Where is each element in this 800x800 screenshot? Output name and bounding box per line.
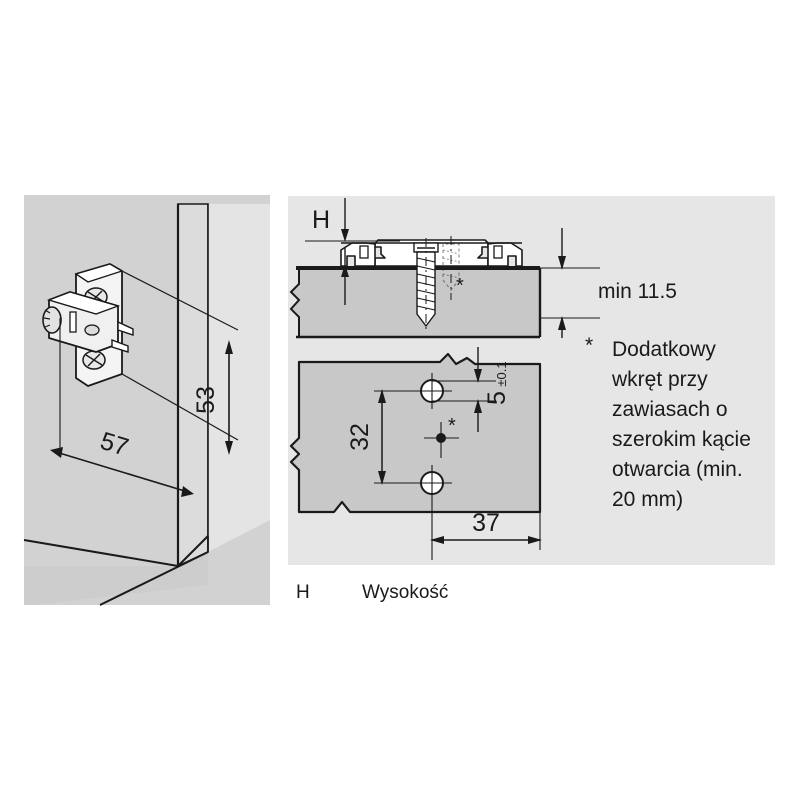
dim-5-arrow-down <box>474 369 482 383</box>
dimension-min-11-5: min 11.5 <box>540 228 677 338</box>
legend-row: H Wysokość <box>296 582 448 603</box>
clip-hook-upper <box>117 320 134 336</box>
note-line-6: 20 mm) <box>612 488 683 511</box>
section-plate-left-wing <box>340 242 376 267</box>
dim-H-arrow-up <box>341 264 349 277</box>
note-line-2: wkręt przy <box>611 368 708 391</box>
dim-115-arrow-down <box>558 256 566 270</box>
section-plate-right-wing <box>487 242 523 267</box>
extra-screw-star-plan: * <box>448 415 456 437</box>
shelf-front-top-edge <box>23 539 179 567</box>
dimension-5: 5 ±0.1 <box>432 347 511 432</box>
dim-37-label: 37 <box>472 509 500 537</box>
cabinet-side-panel <box>177 203 209 568</box>
dim-32-arrow-top <box>378 389 386 403</box>
cross-section-view: * H min 11.5 <box>289 198 677 339</box>
cabinet-bottom-shelf <box>24 552 208 605</box>
section-plate-hole-left <box>359 245 369 259</box>
clip-arm-upper-face <box>46 291 121 315</box>
shelf-lower-diagonal <box>99 551 209 606</box>
screw-lower-slot-b <box>87 353 101 367</box>
note-line-1: Dodatkowy <box>612 338 716 361</box>
section-board-break-line <box>289 270 301 337</box>
dimension-57: 57 <box>50 318 194 497</box>
dim-53-arrow-bottom <box>225 441 233 455</box>
dim-5-arrow-up <box>474 399 482 413</box>
isometric-view: 53 57 <box>23 203 270 606</box>
plan-drilling-view: * 32 5 ±0.1 <box>289 347 542 560</box>
dimension-H: H <box>305 198 400 305</box>
footnote-note: * Dodatkowy wkręt przy zawiasach o szero… <box>585 334 751 511</box>
extra-point-dot <box>436 433 446 443</box>
legend-symbol: H <box>296 582 310 603</box>
legend-description: Wysokość <box>362 582 448 603</box>
section-board-body <box>292 270 540 337</box>
mounting-plate-assembly <box>42 263 134 387</box>
section-mounting-screw <box>413 238 439 330</box>
dim-57-line <box>55 451 189 493</box>
dim-57-arrow-right <box>181 486 194 497</box>
plate-slot <box>69 311 77 333</box>
shelf-diagonal-edge <box>177 535 209 567</box>
dim-5-label: 5 <box>483 391 511 405</box>
note-marker: * <box>585 334 593 357</box>
dim-32-label: 32 <box>346 423 374 451</box>
cabinet-side-panel-inner <box>208 204 270 552</box>
section-plate-hole-right <box>493 245 503 259</box>
dim-53-label: 53 <box>192 386 220 414</box>
extra-screw-point: * <box>424 415 459 458</box>
cam-knob-serration <box>43 309 51 328</box>
leader-plate-bottom <box>121 373 239 441</box>
plan-board-body <box>289 352 542 514</box>
dimension-53: 53 <box>192 340 233 455</box>
leader-plate-top <box>121 270 239 331</box>
dimension-37: 37 <box>430 509 542 550</box>
dim-37-arrow-right <box>528 536 542 544</box>
dim-H-arrow-down <box>341 229 349 242</box>
note-line-4: szerokim kącie <box>612 428 751 451</box>
dim-37-arrow-left <box>430 536 444 544</box>
extra-screw-shaft <box>442 243 460 291</box>
plate-eccentric-hole <box>84 324 100 336</box>
clip-hook-lower <box>111 338 129 353</box>
dim-5-tolerance: ±0.1 <box>494 361 509 386</box>
dim-115-label: min 11.5 <box>598 280 677 303</box>
dim-53-arrow-top <box>225 340 233 354</box>
note-line-5: otwarcia (min. <box>612 458 743 481</box>
dimension-32: 32 <box>346 389 424 485</box>
dim-H-label: H <box>312 206 330 234</box>
dim-115-arrow-up <box>558 316 566 330</box>
dim-32-arrow-bottom <box>378 471 386 485</box>
extra-screw-star-section: * <box>456 275 464 297</box>
note-line-3: zawiasach o <box>612 398 728 421</box>
